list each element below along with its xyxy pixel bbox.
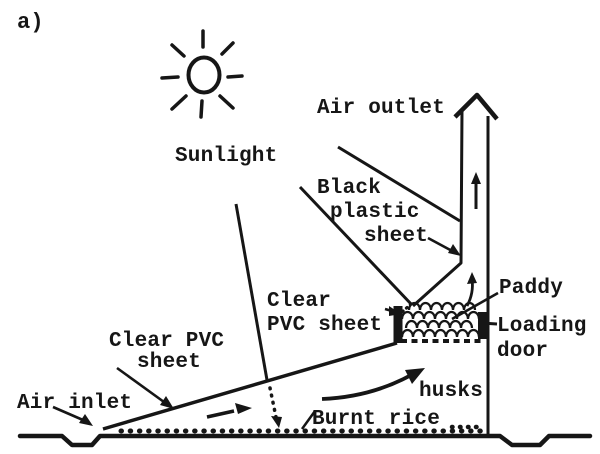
loading-door-label-line2: door	[497, 340, 548, 363]
clear-pvc-front-label-line2: PVC sheet	[267, 314, 382, 337]
sunlight-label: Sunlight	[175, 145, 277, 168]
husks-flow-arrow	[321, 368, 425, 401]
air-inlet-leader-arrow	[52, 405, 93, 426]
black-plastic-label-line1: Black	[317, 177, 381, 200]
loading-door-label-line1: Loading	[497, 315, 587, 338]
black-plastic-sheet-line-upper	[337, 145, 461, 223]
panel-label: a)	[17, 10, 44, 35]
air-inlet-label: Air inlet	[17, 392, 132, 415]
paddy-grain-scallops	[400, 301, 481, 338]
burnt-rice-leader-line	[300, 410, 317, 430]
chimney-flow-arrow	[471, 172, 481, 209]
chamber-flow-arrow	[465, 272, 477, 307]
black-plastic-label-line2: plastic	[330, 201, 420, 224]
black-plastic-sheet-line-lower	[298, 185, 414, 307]
burnt-rice-husks-dots	[118, 424, 487, 434]
loading-door-tick	[480, 321, 498, 326]
sunbeam-ray	[234, 203, 282, 428]
clear-pvc-collector-label-line1: Clear PVC	[109, 330, 224, 353]
ground-line	[17, 433, 593, 448]
collector-sheet-line	[102, 341, 398, 431]
black-plastic-leader-arrow	[427, 236, 461, 256]
sun-icon	[160, 29, 244, 119]
burnt-rice-husks-label-line2: Burnt rice	[312, 408, 440, 431]
burnt-rice-husks-label-line1: husks	[419, 380, 483, 403]
collector-leader-arrow	[116, 366, 174, 409]
chimney-left-wall	[411, 109, 464, 308]
collector-flow-arrow	[206, 403, 252, 419]
clear-pvc-front-label-line1: Clear	[267, 290, 331, 313]
air-outlet-label: Air outlet	[317, 97, 445, 120]
paddy-label: Paddy	[499, 277, 563, 300]
clear-pvc-collector-label-line2: sheet	[137, 351, 201, 374]
air-outlet-chevron	[453, 92, 499, 121]
black-plastic-label-line3: sheet	[364, 225, 428, 248]
